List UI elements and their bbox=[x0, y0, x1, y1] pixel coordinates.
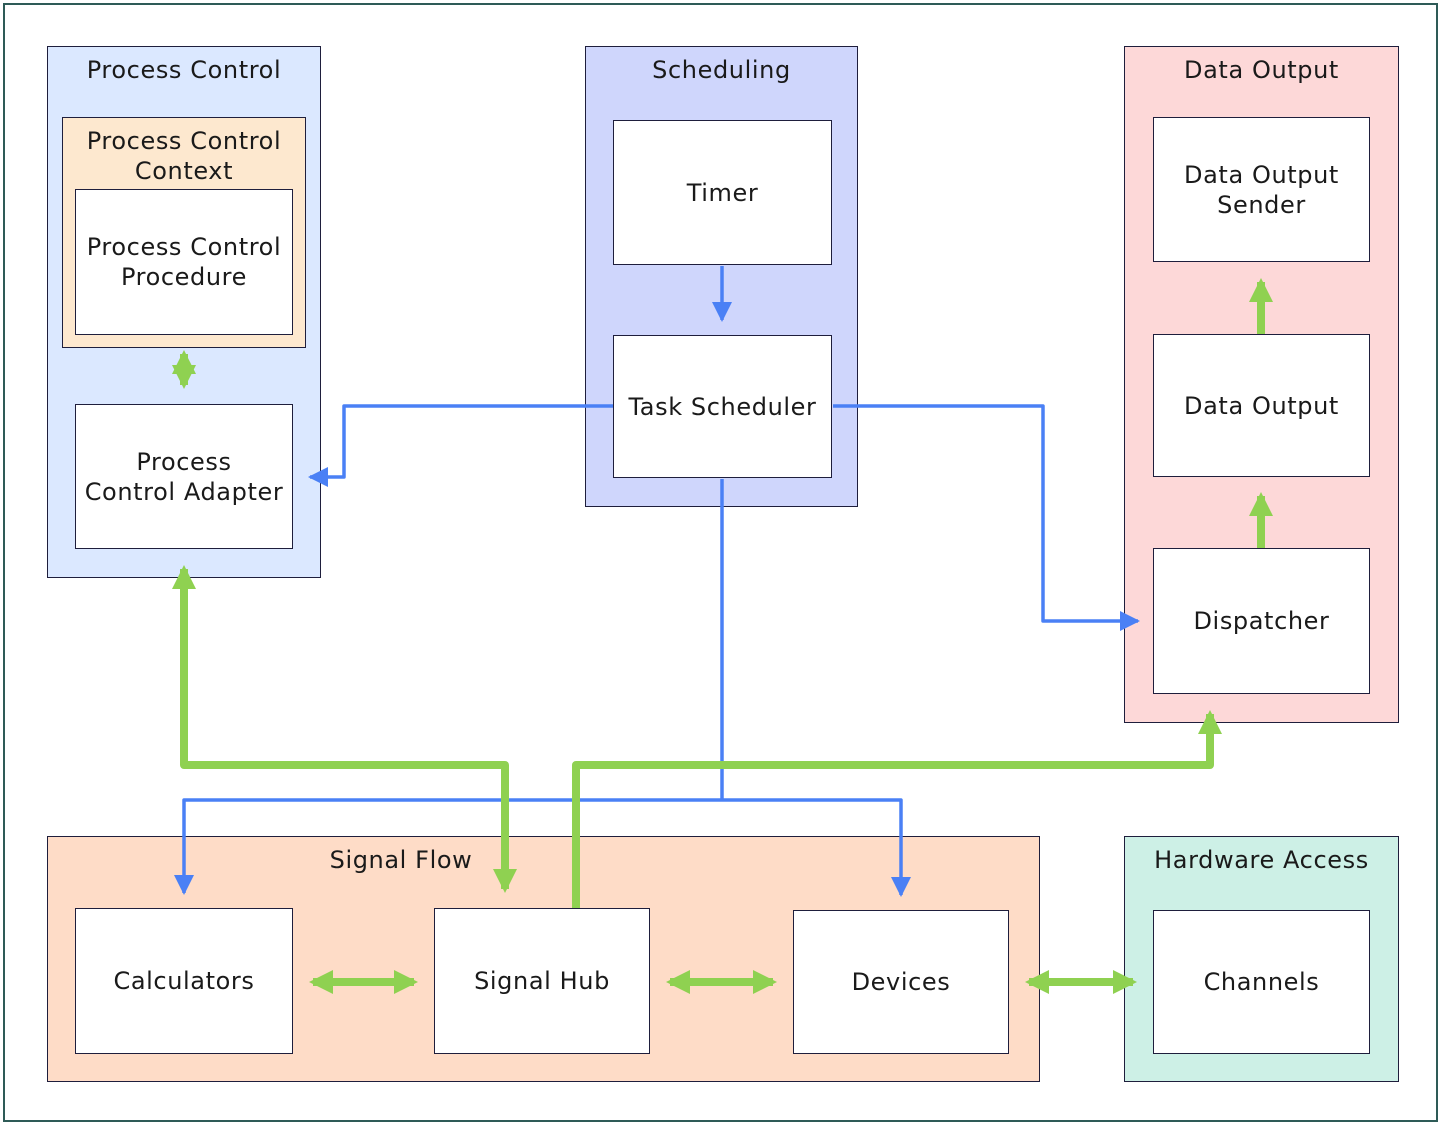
node-dispatcher[interactable]: Dispatcher bbox=[1153, 548, 1370, 694]
node-devices[interactable]: Devices bbox=[793, 910, 1009, 1054]
node-calculators[interactable]: Calculators bbox=[75, 908, 293, 1054]
node-task-scheduler[interactable]: Task Scheduler bbox=[613, 335, 832, 478]
group-title-data-output: Data Output bbox=[1184, 56, 1339, 84]
node-timer[interactable]: Timer bbox=[613, 120, 832, 265]
node-channels[interactable]: Channels bbox=[1153, 910, 1370, 1054]
group-title-signal-flow: Signal Flow bbox=[329, 846, 473, 874]
node-signal-hub[interactable]: Signal Hub bbox=[434, 908, 650, 1054]
group-title-scheduling: Scheduling bbox=[652, 56, 791, 84]
node-data-output-sender[interactable]: Data Output Sender bbox=[1153, 117, 1370, 262]
diagram-frame bbox=[3, 3, 1438, 1122]
group-title-hardware-access: Hardware Access bbox=[1154, 846, 1369, 874]
node-data-output[interactable]: Data Output bbox=[1153, 334, 1370, 477]
group-title-process-control: Process Control bbox=[86, 56, 282, 84]
group-title-process-control-context: Process Control Context bbox=[86, 127, 282, 185]
node-process-control-procedure[interactable]: Process Control Procedure bbox=[75, 189, 293, 335]
node-process-control-adapter[interactable]: Process Control Adapter bbox=[75, 404, 293, 549]
